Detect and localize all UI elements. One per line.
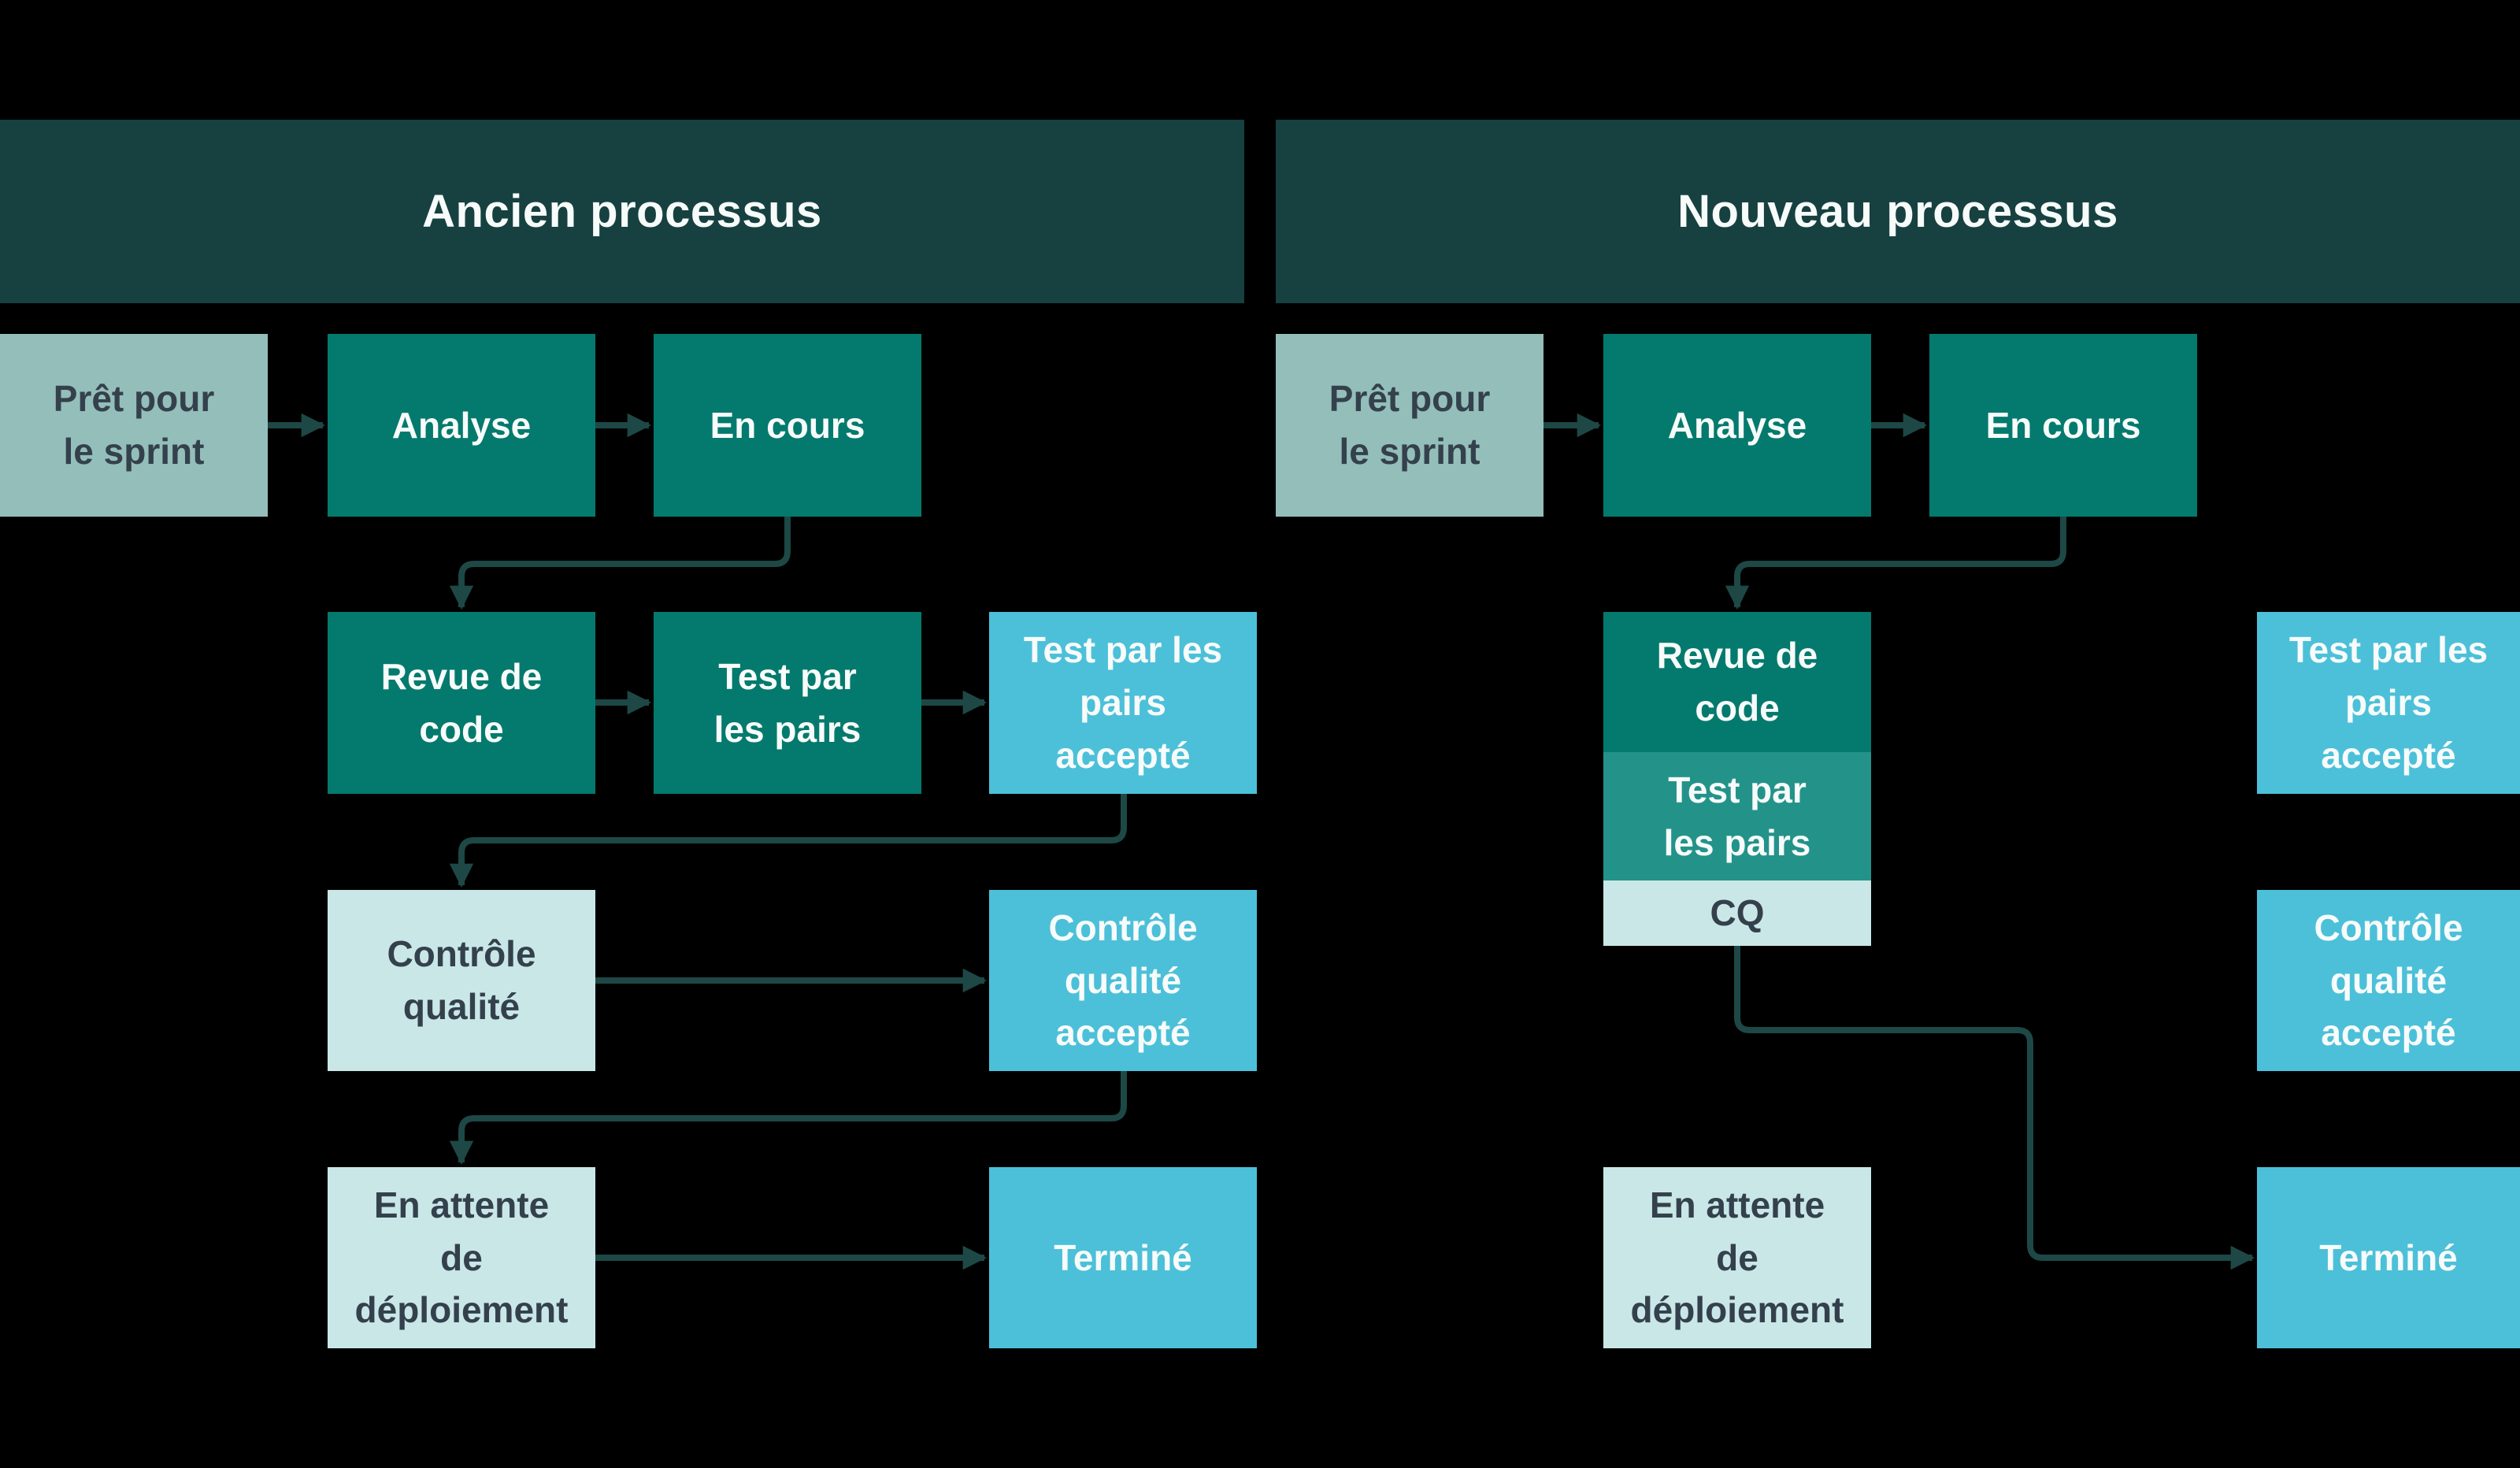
new-node-stacked-group: Revue de code Test par les pairs CQ (1603, 612, 1871, 946)
new-node-cq: CQ (1603, 880, 1871, 946)
new-node-termine: Terminé (2257, 1167, 2520, 1348)
old-node-attente-deploiement: En attente de déploiement (328, 1167, 595, 1348)
old-node-termine: Terminé (989, 1167, 1257, 1348)
new-node-analyse: Analyse (1603, 334, 1871, 517)
old-node-ready-for-sprint: Prêt pour le sprint (0, 334, 268, 517)
new-node-ready-for-sprint: Prêt pour le sprint (1276, 334, 1544, 517)
new-node-controle-qualite-accepte: Contrôle qualité accepté (2257, 890, 2520, 1071)
old-node-revue-de-code: Revue de code (328, 612, 595, 794)
old-node-test-par-les-pairs: Test par les pairs (654, 612, 921, 794)
new-node-attente-deploiement: En attente de déploiement (1603, 1167, 1871, 1348)
new-process-title: Nouveau processus (1677, 186, 2118, 237)
arrow-old-accepte-to-cq (449, 794, 1127, 888)
arrow-new-encours-to-stacked (1725, 517, 2066, 610)
old-process-title: Ancien processus (422, 186, 822, 237)
arrow-old-cqaccepte-to-attente (449, 1071, 1127, 1166)
new-node-test-pairs-accepte: Test par les pairs accepté (2257, 612, 2520, 794)
new-process-header: Nouveau processus (1276, 120, 2520, 303)
old-process-header: Ancien processus (0, 120, 1244, 303)
new-node-en-cours: En cours (1929, 334, 2197, 517)
new-node-revue-de-code: Revue de code (1603, 612, 1871, 752)
old-node-en-cours: En cours (654, 334, 921, 517)
old-node-test-pairs-accepte: Test par les pairs accepté (989, 612, 1257, 794)
old-node-controle-qualite: Contrôle qualité (328, 890, 595, 1071)
new-node-test-par-les-pairs: Test par les pairs (1603, 752, 1871, 880)
arrow-old-encours-to-revue (449, 517, 791, 610)
old-node-analyse: Analyse (328, 334, 595, 517)
old-node-controle-qualite-accepte: Contrôle qualité accepté (989, 890, 1257, 1071)
